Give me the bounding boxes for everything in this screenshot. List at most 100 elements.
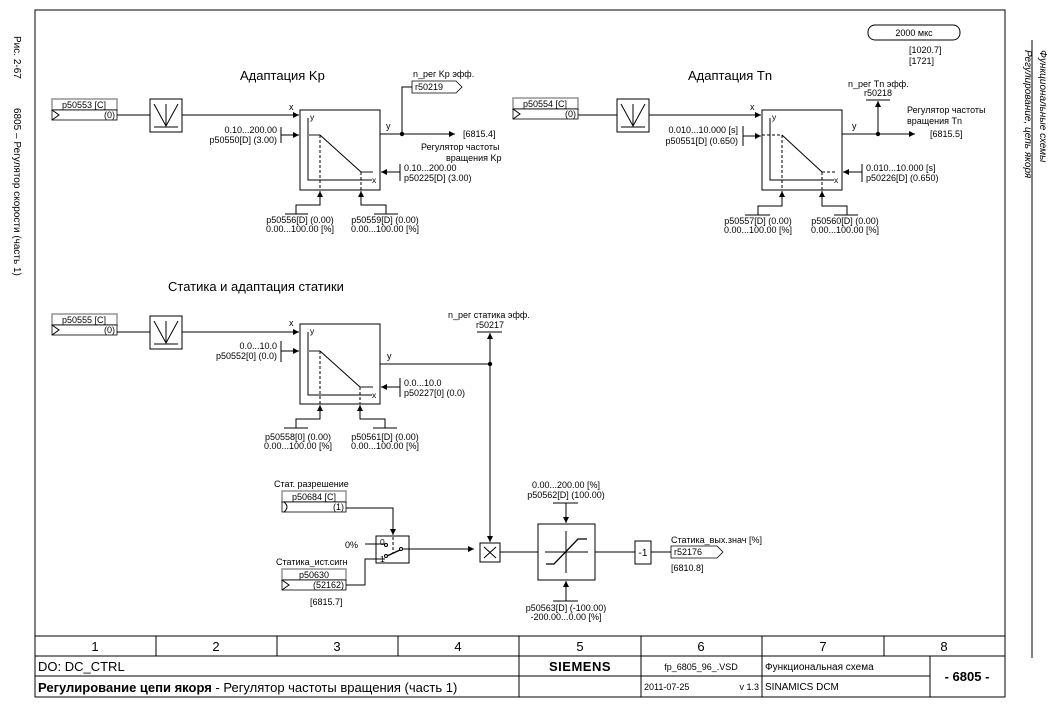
footer-title-rest: - Регулятор частоты вращения (часть 1): [212, 680, 457, 695]
droop-x-label: x: [289, 318, 294, 328]
side-left-caption: Рис. 2-67 6805 – Регулятор скорости (час…: [11, 36, 22, 276]
source-param: p50630: [299, 570, 329, 580]
section-subtitle: Регулирование, цепь якоря: [1022, 50, 1033, 179]
droop-input-connector[interactable]: p50555 [C] (0): [51, 313, 118, 336]
section-title: Функциональные схемы: [1037, 50, 1048, 163]
sample-time-label: 2000 мкс: [895, 28, 933, 38]
tn-out-ref[interactable]: [6815.5]: [930, 129, 963, 139]
output-param: r52176: [674, 547, 702, 557]
kp-input-connector[interactable]: p50553 [C] (0): [51, 98, 118, 121]
kp-bp2-param[interactable]: p50559[D] (0.00): [351, 215, 419, 225]
tn-adaptation-block: Адаптация Tn p50554 [C] (0) x y x: [512, 68, 985, 235]
kp-lower-range: 0.10...200.00: [404, 163, 457, 173]
kp-x-axis-label: x: [372, 175, 377, 185]
kp-eff-connector[interactable]: r50219: [411, 80, 463, 94]
limiter-upper-range: 0.00...200.00 [%]: [532, 480, 600, 490]
droop-x-axis-label: x: [372, 390, 377, 400]
droop-enable-section: Стат. разрешение p50684 [C] (1) 0 1 0% С…: [274, 479, 474, 607]
kp-input-value: (0): [104, 110, 115, 120]
invert-label: -1: [639, 548, 648, 559]
switch-zero-label: 0%: [345, 540, 358, 550]
invert-block: -1: [634, 540, 652, 565]
kp-characteristic-block: y x: [299, 109, 381, 191]
footer-col-6: 6: [697, 639, 704, 654]
tn-x-axis-label: x: [834, 175, 839, 185]
droop-eff-label: n_рег статика эфф.: [448, 310, 530, 320]
droop-input-value: (0): [104, 325, 115, 335]
enable-value: (1): [333, 502, 344, 512]
droop-bp2-range: 0.00...100.00 [%]: [351, 441, 419, 451]
source-connector[interactable]: p50630 (52162): [281, 568, 347, 591]
limiter-upper-param[interactable]: p50562[D] (100.00): [527, 490, 605, 500]
footer-date: 2011-07-25: [644, 682, 689, 692]
multiplier-block: [479, 542, 501, 563]
droop-characteristic-block: y x: [299, 323, 381, 405]
siemens-logo: SIEMENS: [549, 659, 611, 674]
footer-title-block: 1 2 3 4 5 6 7 8 DO: DC_CTRL SIEMENS fp_6…: [35, 635, 1005, 697]
droop-upper-param[interactable]: p50552[0] (0.0): [216, 351, 277, 361]
kp-out-desc1: Регулятор частоты: [421, 142, 499, 152]
kp-bp2-range: 0.00...100.00 [%]: [351, 224, 419, 234]
kp-out-ref[interactable]: [6815.4]: [463, 129, 496, 139]
source-ref[interactable]: [6815.7]: [310, 597, 343, 607]
kp-title: Адаптация Kp: [240, 68, 325, 83]
footer-drive-object: DO: DC_CTRL: [38, 659, 125, 674]
source-label: Статика_ист.сигн: [276, 557, 348, 567]
limiter-lower-param[interactable]: p50563[D] (-100.00): [526, 603, 607, 613]
footer-col-8: 8: [940, 639, 947, 654]
tn-lower-param[interactable]: p50226[D] (0.650): [866, 173, 939, 183]
figure-title: 6805 – Регулятор скорости (часть 1): [11, 108, 22, 276]
droop-switch: 0 1: [375, 535, 410, 564]
footer-col-3: 3: [333, 639, 340, 654]
switch-pos0: 0: [380, 537, 385, 547]
kp-x-label: x: [289, 102, 294, 112]
droop-bp1-param[interactable]: p50558[0] (0.00): [265, 432, 331, 442]
tn-bp1-param[interactable]: p50557[D] (0.00): [724, 216, 792, 226]
sample-time-ref1: [1020.7]: [909, 45, 942, 55]
tn-bp1-range: 0.00...100.00 [%]: [724, 225, 792, 235]
footer-doc-type: Функциональная схема: [765, 662, 874, 673]
tn-out-desc2: вращения Tn: [907, 116, 962, 126]
tn-bp2-param[interactable]: p50560[D] (0.00): [811, 216, 879, 226]
footer-page-number: - 6805 -: [945, 669, 990, 684]
kp-out-desc2: вращения Kp: [446, 153, 501, 163]
output-connector[interactable]: r52176: [670, 545, 724, 559]
tn-input-param: p50554 [C]: [523, 99, 567, 109]
enable-label: Стат. разрешение: [274, 479, 349, 489]
kp-abs-function-block: [149, 98, 183, 133]
droop-adaptation-block: Статика и адаптация статики p50555 [C] (…: [51, 279, 530, 542]
kp-eff-label: n_рег Kp эфф.: [413, 69, 474, 79]
enable-connector[interactable]: p50684 [C] (1): [281, 490, 347, 513]
droop-abs-function-block: [149, 315, 183, 350]
tn-y-out-label: y: [852, 121, 857, 131]
droop-bp1-range: 0.00...100.00 [%]: [264, 441, 332, 451]
footer-col-5: 5: [576, 639, 583, 654]
droop-eff-param[interactable]: r50217: [476, 320, 504, 330]
tn-out-desc1: Регулятор частоты: [907, 105, 985, 115]
tn-upper-range: 0.010...10.000 [s]: [668, 125, 738, 135]
tn-input-connector[interactable]: p50554 [C] (0): [512, 97, 579, 120]
droop-upper-range: 0.0...10.0: [239, 341, 277, 351]
kp-bp1-param[interactable]: p50556[D] (0.00): [266, 215, 334, 225]
droop-y-out-label: y: [387, 351, 392, 361]
kp-upper-param[interactable]: p50550[D] (3.00): [209, 135, 277, 145]
limiter-block: 0.00...200.00 [%] p50562[D] (100.00) p50…: [526, 480, 607, 622]
sample-time-badge: 2000 мкс [1020.7] [1721]: [867, 24, 961, 66]
output-ref[interactable]: [6810.8]: [671, 563, 704, 573]
tn-title: Адаптация Tn: [688, 68, 772, 83]
tn-bp2-range: 0.00...100.00 [%]: [811, 225, 879, 235]
droop-y-axis-label: y: [310, 326, 315, 336]
kp-lower-param[interactable]: p50225[D] (3.00): [404, 173, 472, 183]
droop-input-param: p50555 [C]: [62, 315, 106, 325]
footer-col-4: 4: [454, 639, 461, 654]
tn-input-value: (0): [565, 109, 576, 119]
sample-time-ref2: [1721]: [909, 56, 934, 66]
output-label: Статика_вых.знач [%]: [671, 535, 762, 545]
droop-lower-param[interactable]: p50227[0] (0.0): [404, 388, 465, 398]
tn-eff-param[interactable]: r50218: [864, 88, 892, 98]
droop-bp2-param[interactable]: p50561[D] (0.00): [351, 432, 419, 442]
footer-title-bold: Регулирование цепи якоря: [38, 680, 212, 695]
footer-file: fp_6805_96_.VSD: [664, 662, 738, 672]
tn-upper-param[interactable]: p50551[D] (0.650): [665, 136, 738, 146]
tn-y-axis-label: y: [772, 112, 777, 122]
